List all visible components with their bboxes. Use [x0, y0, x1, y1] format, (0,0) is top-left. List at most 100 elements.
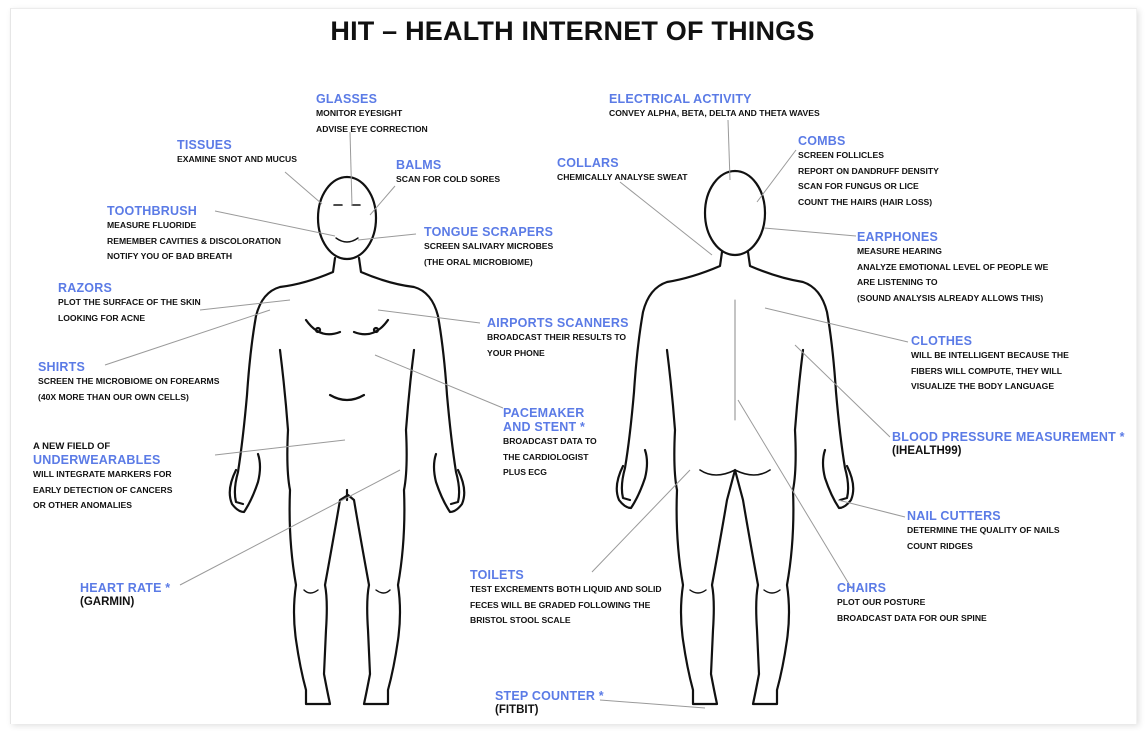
chairs-line-1: PLOT OUR POSTURE — [837, 595, 987, 611]
annotation-shirts: SHIRTS SCREEN THE MICROBIOME ON FOREARMS… — [38, 360, 219, 405]
toilets-line-2: FECES WILL BE GRADED FOLLOWING THE — [470, 598, 662, 614]
leader-tissues — [285, 172, 322, 204]
toilets-line-3: BRISTOL STOOL SCALE — [470, 613, 662, 629]
pacemaker-line-2: THE CARDIOLOGIST — [503, 450, 597, 466]
airports-scanners-line-1: BROADCAST THEIR RESULTS TO — [487, 330, 629, 346]
toothbrush-line-1: MEASURE FLUORIDE — [107, 218, 281, 234]
annotation-heart-rate: HEART RATE * (GARMIN) — [80, 581, 170, 609]
clothes-line-3: VISUALIZE THE BODY LANGUAGE — [911, 379, 1069, 395]
leader-clothes — [765, 308, 908, 342]
step-counter-heading: STEP COUNTER * — [495, 689, 604, 703]
earphones-heading: EARPHONES — [857, 230, 1048, 244]
toothbrush-line-2: REMEMBER CAVITIES & DISCOLORATION — [107, 234, 281, 250]
toilets-heading: TOILETS — [470, 568, 662, 582]
heart-rate-sub: (GARMIN) — [80, 595, 170, 609]
tongue-scrapers-heading: TONGUE SCRAPERS — [424, 225, 553, 239]
earphones-line-1: MEASURE HEARING — [857, 244, 1048, 260]
pacemaker-heading-1: PACEMAKER — [503, 406, 597, 420]
leader-combs — [757, 150, 796, 202]
leader-razors — [200, 300, 290, 310]
underwearables-pre: A NEW FIELD OF — [33, 440, 172, 453]
step-counter-sub: (FITBIT) — [495, 703, 604, 717]
leader-step — [600, 700, 705, 708]
balms-line-1: SCAN FOR COLD SORES — [396, 172, 500, 188]
shirts-line-1: SCREEN THE MICROBIOME ON FOREARMS — [38, 374, 219, 390]
glasses-heading: GLASSES — [316, 92, 428, 106]
toothbrush-heading: TOOTHBRUSH — [107, 204, 281, 218]
collars-line-1: CHEMICALLY ANALYSE SWEAT — [557, 170, 688, 186]
razors-line-1: PLOT THE SURFACE OF THE SKIN — [58, 295, 201, 311]
annotation-nail-cutters: NAIL CUTTERS DETERMINE THE QUALITY OF NA… — [907, 509, 1060, 554]
annotation-earphones: EARPHONES MEASURE HEARING ANALYZE EMOTIO… — [857, 230, 1048, 306]
tissues-heading: TISSUES — [177, 138, 297, 152]
clothes-line-1: WILL BE INTELLIGENT BECAUSE THE — [911, 348, 1069, 364]
annotation-blood-pressure: BLOOD PRESSURE MEASUREMENT * (IHEALTH99) — [892, 430, 1125, 458]
nail-cutters-heading: NAIL CUTTERS — [907, 509, 1060, 523]
razors-heading: RAZORS — [58, 281, 201, 295]
shirts-heading: SHIRTS — [38, 360, 219, 374]
annotation-glasses: GLASSES MONITOR EYESIGHT ADVISE EYE CORR… — [316, 92, 428, 137]
chairs-line-2: BROADCAST DATA FOR OUR SPINE — [837, 611, 987, 627]
collars-heading: COLLARS — [557, 156, 688, 170]
underwearables-line-2: EARLY DETECTION OF CANCERS — [33, 483, 172, 499]
annotation-tongue-scrapers: TONGUE SCRAPERS SCREEN SALIVARY MICROBES… — [424, 225, 553, 270]
balms-heading: BALMS — [396, 158, 500, 172]
clothes-line-2: FIBERS WILL COMPUTE, THEY WILL — [911, 364, 1069, 380]
annotation-step-counter: STEP COUNTER * (FITBIT) — [495, 689, 604, 717]
leader-glasses — [350, 132, 352, 206]
pacemaker-line-3: PLUS ECG — [503, 465, 597, 481]
leader-pacemaker — [375, 355, 503, 408]
leader-tongue — [358, 234, 416, 240]
tongue-scrapers-line-2: (THE ORAL MICROBIOME) — [424, 255, 553, 271]
leader-earphones — [764, 228, 856, 236]
annotation-collars: COLLARS CHEMICALLY ANALYSE SWEAT — [557, 156, 688, 186]
combs-line-1: SCREEN FOLLICLES — [798, 148, 939, 164]
earphones-line-4: (SOUND ANALYSIS ALREADY ALLOWS THIS) — [857, 291, 1048, 307]
razors-line-2: LOOKING FOR ACNE — [58, 311, 201, 327]
leader-blood-pressure — [795, 345, 890, 437]
annotation-toothbrush: TOOTHBRUSH MEASURE FLUORIDE REMEMBER CAV… — [107, 204, 281, 265]
glasses-line-2: ADVISE EYE CORRECTION — [316, 122, 428, 138]
annotation-balms: BALMS SCAN FOR COLD SORES — [396, 158, 500, 188]
annotation-electrical-activity: ELECTRICAL ACTIVITY CONVEY ALPHA, BETA, … — [609, 92, 820, 122]
airports-scanners-heading: AIRPORTS SCANNERS — [487, 316, 629, 330]
leader-collars — [620, 182, 712, 255]
pacemaker-line-1: BROADCAST DATA TO — [503, 434, 597, 450]
annotation-underwearables: A NEW FIELD OF UNDERWEARABLES WILL INTEG… — [33, 440, 172, 514]
annotation-tissues: TISSUES EXAMINE SNOT AND MUCUS — [177, 138, 297, 168]
tissues-line-1: EXAMINE SNOT AND MUCUS — [177, 152, 297, 168]
annotation-toilets: TOILETS TEST EXCREMENTS BOTH LIQUID AND … — [470, 568, 662, 629]
combs-line-4: COUNT THE HAIRS (HAIR LOSS) — [798, 195, 939, 211]
blood-pressure-sub: (IHEALTH99) — [892, 444, 1125, 458]
underwearables-line-3: OR OTHER ANOMALIES — [33, 498, 172, 514]
annotation-razors: RAZORS PLOT THE SURFACE OF THE SKIN LOOK… — [58, 281, 201, 326]
leader-nail — [838, 500, 905, 517]
toilets-line-1: TEST EXCREMENTS BOTH LIQUID AND SOLID — [470, 582, 662, 598]
glasses-line-1: MONITOR EYESIGHT — [316, 106, 428, 122]
airports-scanners-line-2: YOUR PHONE — [487, 346, 629, 362]
blood-pressure-heading: BLOOD PRESSURE MEASUREMENT * — [892, 430, 1125, 444]
nail-cutters-line-1: DETERMINE THE QUALITY OF NAILS — [907, 523, 1060, 539]
chairs-heading: CHAIRS — [837, 581, 987, 595]
annotation-pacemaker: PACEMAKER AND STENT * BROADCAST DATA TO … — [503, 406, 597, 481]
electrical-activity-line-1: CONVEY ALPHA, BETA, DELTA AND THETA WAVE… — [609, 106, 820, 122]
pacemaker-heading-2: AND STENT * — [503, 420, 597, 434]
clothes-heading: CLOTHES — [911, 334, 1069, 348]
electrical-activity-heading: ELECTRICAL ACTIVITY — [609, 92, 820, 106]
combs-line-2: REPORT ON DANDRUFF DENSITY — [798, 164, 939, 180]
annotation-chairs: CHAIRS PLOT OUR POSTURE BROADCAST DATA F… — [837, 581, 987, 626]
leader-underwearables — [215, 440, 345, 455]
nail-cutters-line-2: COUNT RIDGES — [907, 539, 1060, 555]
leader-airports — [378, 310, 480, 323]
earphones-line-2: ANALYZE EMOTIONAL LEVEL OF PEOPLE WE — [857, 260, 1048, 276]
combs-line-3: SCAN FOR FUNGUS OR LICE — [798, 179, 939, 195]
tongue-scrapers-line-1: SCREEN SALIVARY MICROBES — [424, 239, 553, 255]
annotation-clothes: CLOTHES WILL BE INTELLIGENT BECAUSE THE … — [911, 334, 1069, 395]
heart-rate-heading: HEART RATE * — [80, 581, 170, 595]
earphones-line-3: ARE LISTENING TO — [857, 275, 1048, 291]
combs-heading: COMBS — [798, 134, 939, 148]
underwearables-heading: UNDERWEARABLES — [33, 453, 172, 467]
toothbrush-line-3: NOTIFY YOU OF BAD BREATH — [107, 249, 281, 265]
annotation-combs: COMBS SCREEN FOLLICLES REPORT ON DANDRUF… — [798, 134, 939, 210]
leader-toilets — [592, 470, 690, 572]
